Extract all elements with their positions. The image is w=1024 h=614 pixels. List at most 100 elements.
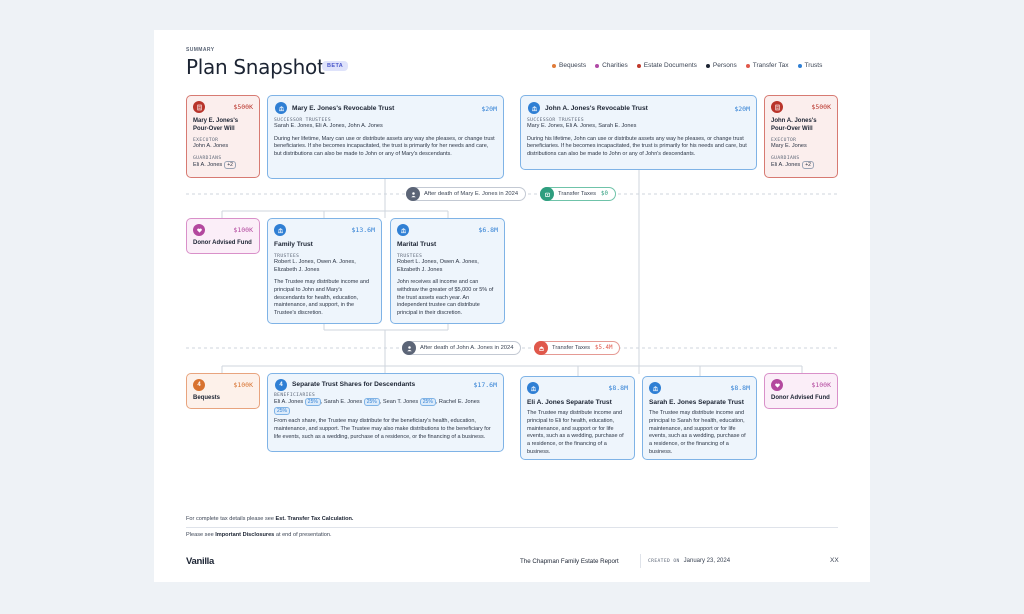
trust-name: Sarah E. Jones Separate Trust [649, 399, 744, 406]
created-date: January 23, 2024 [683, 558, 731, 564]
guardians-label: GUARDIANS [193, 155, 222, 161]
trust-name: Marital Trust [397, 241, 437, 248]
bank-icon [274, 224, 286, 236]
bequests-count-badge: 4 [193, 379, 205, 391]
beneficiary-name: Rachel E. Jones [438, 399, 480, 405]
executor-name: John A. Jones [193, 143, 229, 149]
legend-label: Estate Documents [643, 62, 697, 69]
donor-advised-fund-card-1[interactable]: $100K Donor Advised Fund [186, 218, 260, 254]
legend-dot [705, 63, 710, 68]
legend-item-estate-documents: Estate Documents [636, 62, 697, 69]
trust-amount: $20M [734, 105, 750, 113]
beneficiary-share: 25% [363, 398, 380, 406]
mary-revocable-trust-card[interactable]: Mary E. Jones's Revocable Trust $20M SUC… [267, 95, 504, 179]
john-revocable-trust-card[interactable]: John A. Jones's Revocable Trust $20M SUC… [520, 95, 757, 170]
note-text: at end of presentation. [274, 532, 332, 538]
legend-label: Charities [602, 62, 628, 69]
person-icon [402, 341, 416, 355]
trust-description: During her lifetime, Mary can use or dis… [274, 135, 495, 158]
john-pour-over-will-card[interactable]: $500K John A. Jones's Pour-Over Will EXE… [764, 95, 838, 178]
bank-icon [649, 382, 661, 394]
donor-advised-fund-card-2[interactable]: $100K Donor Advised Fund [764, 373, 838, 409]
footer-divider [186, 527, 838, 528]
more-guardians-chip[interactable]: +2 [224, 160, 236, 169]
legend-label: Transfer Tax [752, 62, 789, 69]
guardians-label: GUARDIANS [771, 155, 800, 161]
report-page: SUMMARY Plan Snapshot BETA Bequests Char… [154, 30, 870, 582]
trust-amount: $6.8M [478, 226, 498, 234]
page-title: Plan Snapshot [186, 55, 325, 79]
note-text: Please see [186, 532, 216, 538]
will-amount: $500K [233, 103, 253, 111]
trust-description: The Trustee may distribute income and pr… [649, 410, 746, 455]
bank-icon [528, 102, 540, 114]
eli-separate-trust-card[interactable]: $8.8M Eli A. Jones Separate Trust The Tr… [520, 376, 635, 460]
legend-dot [636, 63, 641, 68]
family-trust-card[interactable]: $13.6M Family Trust TRUSTEES Robert L. J… [267, 218, 382, 324]
disclosures-note: Please see Important Disclosures at end … [186, 532, 332, 538]
note-text: For complete tax details please see [186, 516, 276, 522]
trustees-label: TRUSTEES [274, 254, 300, 259]
legend: Bequests Charities Estate Documents Pers… [552, 62, 822, 69]
first-death-event-pill[interactable]: After death of Mary E. Jones in 2024 [406, 187, 527, 201]
legend-label: Trusts [804, 62, 823, 69]
beneficiary-name: Sarah E. Jones [323, 399, 363, 405]
legend-item-bequests: Bequests [552, 62, 586, 69]
legend-dot [797, 63, 802, 68]
trust-description: The Trustee may distribute income and pr… [274, 279, 370, 317]
executor-label: EXECUTOR [193, 138, 219, 143]
legend-dot [595, 63, 600, 68]
trust-description: From each share, the Trustee may distrib… [274, 418, 491, 440]
charity-amount: $100K [811, 381, 831, 389]
marital-trust-card[interactable]: $6.8M Marital Trust TRUSTEES Robert L. J… [390, 218, 505, 324]
successor-trustees-label: SUCCESSOR TRUSTEES [274, 118, 331, 123]
beneficiary-share: 25% [304, 398, 321, 406]
created-label: CREATED ON [648, 559, 680, 564]
disclosures-link[interactable]: Important Disclosures [215, 532, 275, 538]
summary-eyebrow: SUMMARY [186, 47, 215, 53]
report-title: The Chapman Family Estate Report [520, 558, 619, 565]
trust-amount: $20M [481, 105, 497, 113]
will-amount: $500K [811, 103, 831, 111]
legend-item-trusts: Trusts [797, 62, 823, 69]
tax-label: Transfer Taxes [558, 191, 597, 197]
tax-calculation-link[interactable]: Est. Transfer Tax Calculation. [275, 516, 354, 522]
trust-name: Mary E. Jones's Revocable Trust [292, 105, 395, 112]
charity-name: Donor Advised Fund [193, 240, 252, 246]
successor-trustees: Mary E. Jones, Eli A. Jones, Sarah E. Jo… [527, 123, 637, 129]
heart-icon [193, 224, 205, 236]
will-name-line1: Mary E. Jones's [193, 118, 239, 124]
beneficiary-name: Sean T. Jones [382, 399, 419, 405]
transfer-taxes-first-pill[interactable]: Transfer Taxes $0 [540, 187, 617, 201]
bank-icon [527, 382, 539, 394]
beneficiary-share: 25% [274, 406, 291, 415]
sarah-separate-trust-card[interactable]: $8.8M Sarah E. Jones Separate Trust The … [642, 376, 757, 460]
connector-lines [186, 170, 838, 376]
trust-amount: $8.8M [730, 384, 750, 392]
second-death-event-pill[interactable]: After death of John A. Jones in 2024 [402, 341, 522, 355]
trust-description: During his lifetime, John can use or dis… [527, 135, 747, 158]
executor-label: EXECUTOR [771, 138, 797, 143]
trustees: Robert L. Jones, Owen A. Jones, Elizabet… [397, 259, 479, 273]
tax-details-note: For complete tax details please see Est.… [186, 516, 353, 522]
person-icon [406, 187, 420, 201]
separate-trust-shares-card[interactable]: 4 Separate Trust Shares for Descendants … [267, 373, 504, 452]
trust-name: Eli A. Jones Separate Trust [527, 399, 612, 406]
trustees: Robert L. Jones, Owen A. Jones, Elizabet… [274, 259, 356, 273]
charity-name: Donor Advised Fund [771, 395, 830, 401]
bequests-card[interactable]: 4 $100K Bequests [186, 373, 260, 409]
legend-item-charities: Charities [595, 62, 628, 69]
shares-count-badge: 4 [275, 379, 287, 391]
trust-description: John receives all income and can withdra… [397, 279, 494, 317]
page-number: XX [830, 557, 839, 564]
document-icon [193, 101, 205, 113]
will-name-line2: Pour-Over Will [193, 125, 235, 132]
transfer-taxes-second-pill[interactable]: Transfer Taxes $5.4M [534, 341, 621, 355]
legend-dot [745, 63, 750, 68]
mary-pour-over-will-card[interactable]: $500K Mary E. Jones's Pour-Over Will EXE… [186, 95, 260, 178]
bequests-name: Bequests [193, 395, 221, 401]
bank-icon [397, 224, 409, 236]
more-guardians-chip[interactable]: +2 [802, 160, 814, 169]
guardian-name: Eli A. Jones [193, 161, 223, 168]
